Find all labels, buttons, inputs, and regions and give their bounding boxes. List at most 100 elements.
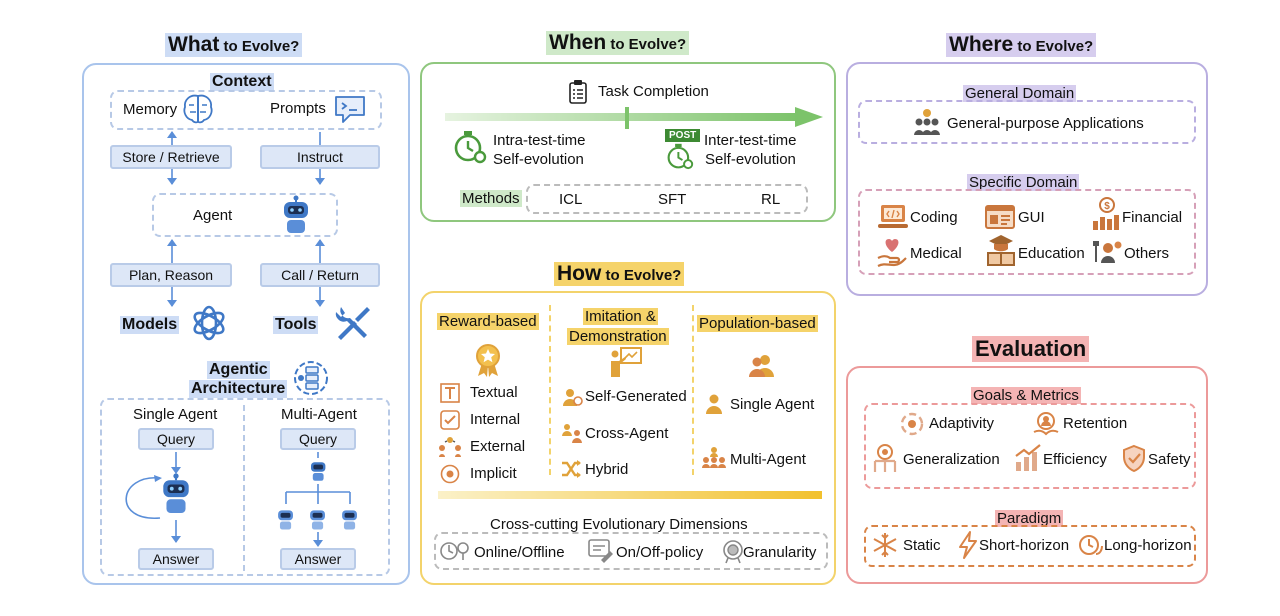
inter-line2: Self-evolution xyxy=(705,151,796,168)
architecture-gear-icon xyxy=(294,361,328,395)
task-completion-label: Task Completion xyxy=(598,83,709,100)
methods-label: Methods xyxy=(460,190,522,207)
efficiency-label: Efficiency xyxy=(1043,451,1107,468)
multi-agent-label: Multi-Agent xyxy=(281,406,357,423)
finance-icon: $ xyxy=(1093,197,1119,230)
paradigm-box xyxy=(864,525,1196,567)
what-heading: What to Evolve? xyxy=(165,33,303,57)
teacher-icon xyxy=(611,347,642,377)
specific-domain-box xyxy=(858,189,1196,275)
granularity-icon xyxy=(723,540,743,564)
cross-agent-label: Cross-Agent xyxy=(585,425,669,442)
multi-agent-tree xyxy=(278,452,357,547)
how-panel xyxy=(420,291,836,585)
how-single-agent-icon xyxy=(706,394,722,414)
others-label: Others xyxy=(1124,245,1170,262)
terminal-chat-icon xyxy=(335,96,365,123)
multi-answer-pill: Answer xyxy=(280,548,356,570)
reward-based-label: Reward-based xyxy=(437,313,539,330)
stopwatch-gear-icon xyxy=(454,131,487,164)
models-label: Models xyxy=(120,316,180,334)
evaluation-panel xyxy=(846,366,1208,584)
robot-icon xyxy=(284,195,308,233)
hybrid-label: Hybrid xyxy=(585,461,629,478)
education-label: Education xyxy=(1018,245,1085,262)
gui-label: GUI xyxy=(1018,209,1045,226)
snowflake-icon xyxy=(873,533,897,557)
education-icon xyxy=(987,235,1015,266)
medical-hand-icon xyxy=(877,239,907,268)
multi-query-pill: Query xyxy=(280,428,356,450)
intra-line2: Self-evolution xyxy=(493,151,584,168)
gui-icon xyxy=(985,205,1015,229)
store-retrieve-pill: Store / Retrieve xyxy=(110,145,232,169)
agentic-architecture-line2: Architecture xyxy=(189,380,288,398)
method-rl: RL xyxy=(761,191,781,208)
on-off-policy-icon xyxy=(588,539,613,563)
context-label: Context xyxy=(210,73,274,91)
static-label: Static xyxy=(903,537,941,554)
agent-box xyxy=(152,193,338,237)
cross-cutting-label: Cross-cutting Evolutionary Dimensions xyxy=(490,516,748,533)
where-title: Where xyxy=(949,33,1014,56)
internal-label: Internal xyxy=(470,411,521,428)
general-domain-box xyxy=(858,100,1196,144)
plan-reason-pill: Plan, Reason xyxy=(110,263,232,287)
single-answer-pill: Answer xyxy=(138,548,214,570)
self-generated-icon xyxy=(563,389,583,406)
how-suffix: to Evolve? xyxy=(601,267,682,284)
brain-icon xyxy=(183,94,213,124)
tools-label: Tools xyxy=(273,316,319,334)
implicit-label: Implicit xyxy=(470,465,517,482)
agent-label: Agent xyxy=(193,207,233,224)
population-icon xyxy=(749,355,774,377)
stopwatch-icon xyxy=(667,143,694,170)
single-agent-label: Single Agent xyxy=(133,406,218,423)
goals-metrics-label: Goals & Metrics xyxy=(971,387,1081,404)
single-loop-arrow xyxy=(125,452,181,543)
cross-agent-icon xyxy=(562,424,582,443)
specific-domain-label: Specific Domain xyxy=(967,174,1080,191)
award-icon xyxy=(476,344,500,377)
financial-label: Financial xyxy=(1122,209,1183,226)
generalization-icon xyxy=(873,444,897,472)
imitation-line2: Demonstration xyxy=(567,328,669,345)
adaptivity-icon xyxy=(900,412,924,436)
single-query-pill: Query xyxy=(138,428,214,450)
efficiency-icon xyxy=(1015,444,1041,471)
granularity-label: Granularity xyxy=(743,544,817,561)
when-panel xyxy=(420,62,836,222)
how-gradient-bar xyxy=(438,491,822,499)
medical-label: Medical xyxy=(910,245,962,262)
clipboard-icon xyxy=(569,80,587,104)
intra-line1: Intra-test-time xyxy=(493,132,586,149)
generalization-label: Generalization xyxy=(903,451,1000,468)
population-based-label: Population-based xyxy=(697,315,818,332)
how-single-agent-label: Single Agent xyxy=(730,396,815,413)
wrench-screwdriver-icon xyxy=(335,307,370,340)
implicit-icon xyxy=(440,464,460,484)
online-offline-label: Online/Offline xyxy=(474,544,565,561)
openai-logo-icon xyxy=(193,305,225,341)
long-horizon-icon xyxy=(1079,535,1103,555)
method-icl: ICL xyxy=(559,191,583,208)
where-panel xyxy=(846,62,1208,296)
how-multi-agent-icon xyxy=(702,447,726,468)
timeline-arrow xyxy=(445,107,823,129)
hybrid-icon xyxy=(562,460,581,478)
textual-label: Textual xyxy=(470,384,518,401)
external-icon xyxy=(439,437,461,457)
retention-icon xyxy=(1033,412,1059,436)
general-app-label: General-purpose Applications xyxy=(947,115,1144,132)
memory-label: Memory xyxy=(123,101,178,118)
where-suffix: to Evolve? xyxy=(1013,38,1094,55)
others-icon xyxy=(1093,241,1122,263)
people-icon xyxy=(914,109,940,135)
paradigm-label: Paradigm xyxy=(995,510,1064,527)
what-suffix: to Evolve? xyxy=(219,38,300,55)
general-domain-label: General Domain xyxy=(963,85,1077,102)
short-horizon-label: Short-horizon xyxy=(979,537,1070,554)
what-title: What xyxy=(168,33,220,56)
methods-box xyxy=(526,184,808,214)
how-divider-1 xyxy=(549,305,551,475)
